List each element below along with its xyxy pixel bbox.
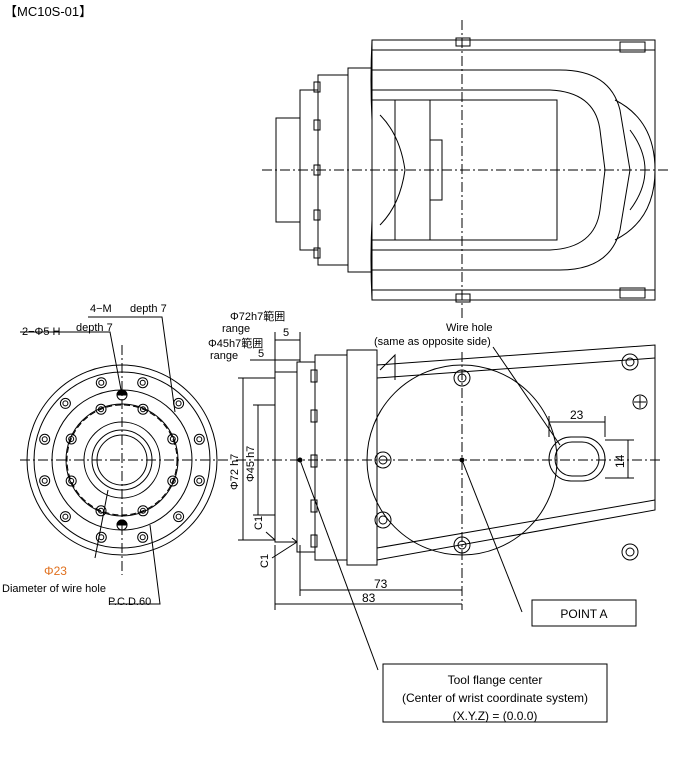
side-dimensions [238,332,634,671]
wire-hole-note: (same as opposite side) [374,336,491,348]
side-view [274,344,656,566]
bolt-hole [95,505,107,517]
point-a-label: POINT A [560,607,607,621]
bolt-hole [59,397,71,409]
wire-hole-dia: Φ23 [44,564,67,578]
bolt-hole [193,433,205,445]
bolt-hole [39,475,51,487]
bolt-hole [173,397,185,409]
bolt-hole [95,377,107,389]
bolt-hole [193,475,205,487]
tool-center-line1: Tool flange center [448,673,543,687]
tapped-depth-label: depth 7 [130,303,167,315]
point-a-box [531,599,637,627]
flange-centerlines [20,345,228,575]
bolt-hole [137,403,149,415]
bolt-hole [62,513,69,520]
bolt-hole [196,477,203,484]
tool-center-box [382,663,608,723]
bolt-hole [98,406,104,413]
bolt-hole [175,513,182,520]
bolt-hole [65,433,77,445]
wire-hole-title: Wire hole [446,322,492,334]
bolt-hole [173,511,185,523]
front-leaders [20,316,176,605]
dim-5a: 5 [283,327,289,339]
pcd-label: P.C.D.60 [108,596,151,608]
bolt-hole [68,478,75,484]
slot-width: 23 [570,408,584,422]
bolt-hole [167,433,179,445]
dia-72-label: Φ72 h7 [229,454,241,490]
bolt-hole [98,379,105,386]
fit-45-range: range [210,350,238,362]
tapped-holes-label: 4−M [90,303,112,315]
bolt-hole [41,477,48,484]
pin-depth-label: depth 7 [76,322,113,334]
bolt-hole [41,436,48,443]
chamfer-label-1: C1 [253,516,265,530]
bolt-hole [169,478,176,484]
bolt-hole [137,377,149,389]
dim-83: 83 [362,591,376,605]
slot-height: 14 [613,454,627,468]
tool-center-line3: (X.Y.Z) = (0.0.0) [453,709,538,723]
bolt-hole [140,406,146,413]
bolt-hole [95,403,107,415]
bolt-hole [139,379,146,386]
bolt-hole [137,531,149,543]
wire-hole-caption: Diameter of wire hole [2,583,106,595]
bolt-hole [65,475,77,487]
bolt-hole [59,511,71,523]
bolt-hole [39,433,51,445]
fit-72-note: Φ72h7範囲 [230,309,285,323]
tool-center-line2: (Center of wrist coordinate system) [402,691,588,705]
dim-73: 73 [374,577,388,591]
dia-45-label: Φ45 h7 [245,446,257,482]
side-centerlines [236,352,660,610]
bolt-hole [68,436,75,442]
dim-5b: 5 [258,348,264,360]
bolt-hole [169,436,176,442]
bolt-hole [175,400,182,407]
bolt-hole [167,475,179,487]
chamfer-label-2: C1 [259,554,271,568]
bolt-hole [140,507,146,514]
fit-72-range: range [222,323,250,335]
drawing-title: 【MC10S-01】 [4,4,92,19]
fit-45-note: Φ45h7範囲 [208,336,263,350]
bolt-hole [196,436,203,443]
bolt-hole [98,507,104,514]
pin-holes-label: 2−Φ5 H [22,326,60,338]
bolt-hole [62,400,69,407]
bolt-hole [137,505,149,517]
top-centerlines [262,20,668,320]
bolt-hole [95,531,107,543]
bolt-hole [139,534,146,541]
